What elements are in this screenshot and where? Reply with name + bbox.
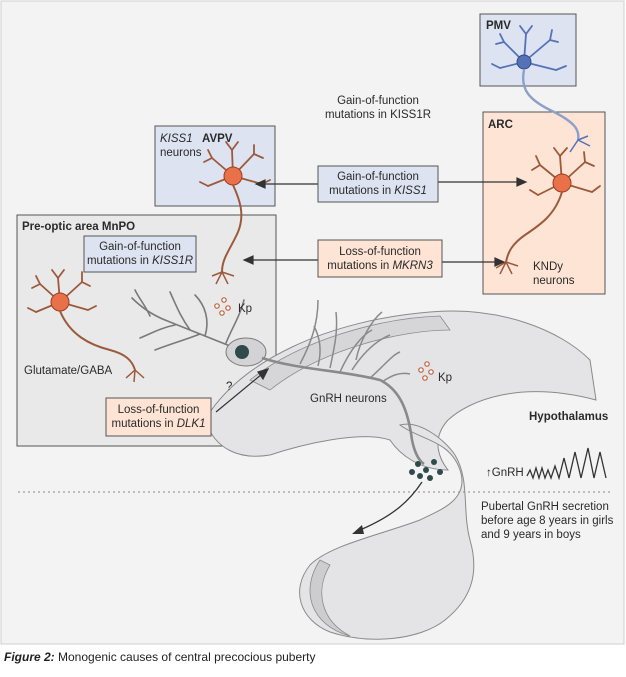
gnrh-release-dots xyxy=(409,459,443,481)
kp-dots-preoptic xyxy=(214,297,231,316)
label-gof-kiss1r-top-2: mutations in KISS1R xyxy=(324,109,432,121)
label-kp-preoptic: Kp xyxy=(238,303,253,315)
label-preoptic: Pre-optic area MnPO xyxy=(22,221,136,233)
kp-dots-hypothalamus xyxy=(418,361,434,381)
pmv-axon-terminals xyxy=(569,135,591,153)
arrow-dlk1-to-gnrh xyxy=(215,373,263,413)
box-gof-kiss1r-line1: Gain-of-function xyxy=(99,241,181,253)
arrow-kiss1-to-avpv-head xyxy=(254,179,266,189)
pmv-axon xyxy=(521,69,580,141)
label-kiss1: KISS1 xyxy=(160,133,193,145)
avpv-box xyxy=(154,125,276,207)
gnrh-pulse-trace xyxy=(526,447,607,481)
gnrh-nucleus xyxy=(235,345,249,359)
label-hypothalamus: Hypothalamus xyxy=(529,411,609,423)
glutamate-axon xyxy=(59,310,136,371)
pmv-box xyxy=(479,13,577,87)
label-gof-kiss1r-top-1: Gain-of-function xyxy=(337,95,419,107)
portal-arrow-head xyxy=(352,525,364,534)
arrow-dlk1-to-gnrh-head xyxy=(257,368,270,381)
label-pmv: PMV xyxy=(486,20,511,32)
box-gof-kiss1r-line2: mutations in KISS1R xyxy=(86,255,194,267)
arc-neuron-body xyxy=(552,173,572,193)
box-gof-kiss1 xyxy=(317,165,439,203)
label-question: ? xyxy=(226,381,233,393)
label-pubertal-3: and 9 years in boys xyxy=(481,529,581,541)
label-kp-hypothalamus: Kp xyxy=(438,372,453,384)
box-lof-dlk1 xyxy=(105,397,212,437)
arrow-mkrn3-to-arc-head xyxy=(494,257,506,267)
box-lof-mkrn3 xyxy=(317,239,443,278)
box-lof-dlk1-line2: mutations in DLK1 xyxy=(111,418,206,430)
box-gof-kiss1-line1: Gain-of-function xyxy=(337,171,419,183)
caption-text: Monogenic causes of central precocious p… xyxy=(54,650,316,664)
label-glutamate-gaba: Glutamate/GABA xyxy=(24,365,113,377)
arrow-mkrn3-to-avpv-head xyxy=(242,255,254,265)
label-pubertal-1: Pubertal GnRH secretion xyxy=(481,501,609,513)
arrow-kiss1-to-arc-head xyxy=(516,177,528,187)
avpv-axon xyxy=(221,184,243,273)
arrows xyxy=(215,177,528,413)
label-kndy-neurons: neurons xyxy=(533,275,575,287)
box-gof-kiss1r xyxy=(83,235,197,273)
figure-caption: Figure 2: Monogenic causes of central pr… xyxy=(4,650,315,664)
label-gnrh-up: ↑GnRH xyxy=(486,467,524,479)
arc-axon-terminals xyxy=(495,261,519,275)
box-lof-dlk1-line1: Loss-of-function xyxy=(117,404,200,416)
box-lof-mkrn3-line2: mutations in MKRN3 xyxy=(327,260,433,272)
avpv-axon-terminals xyxy=(211,271,235,285)
avpv-neuron-body xyxy=(223,166,243,186)
label-arc: ARC xyxy=(488,119,513,131)
box-gof-kiss1-line2: mutations in KISS1 xyxy=(329,185,427,197)
portal-arrow xyxy=(359,481,423,531)
pmv-neuron-body xyxy=(516,54,532,70)
glutamate-neuron-body xyxy=(50,292,70,312)
gnrh-dendrites-hypothalamus xyxy=(299,299,411,383)
label-avpv: AVPV xyxy=(202,133,233,145)
glutamate-axon-terminals xyxy=(125,369,145,383)
label-gnrh-neurons: GnRH neurons xyxy=(310,393,387,405)
label-pubertal-2: before age 8 years in girls xyxy=(481,515,614,527)
box-lof-mkrn3-line1: Loss-of-function xyxy=(339,246,421,258)
label-kndy: KNDy xyxy=(533,261,564,273)
caption-label: Figure 2: xyxy=(4,650,55,664)
gnrh-axon xyxy=(261,356,425,466)
label-kiss1-neurons: neurons xyxy=(160,147,202,159)
arc-axon xyxy=(505,191,563,263)
